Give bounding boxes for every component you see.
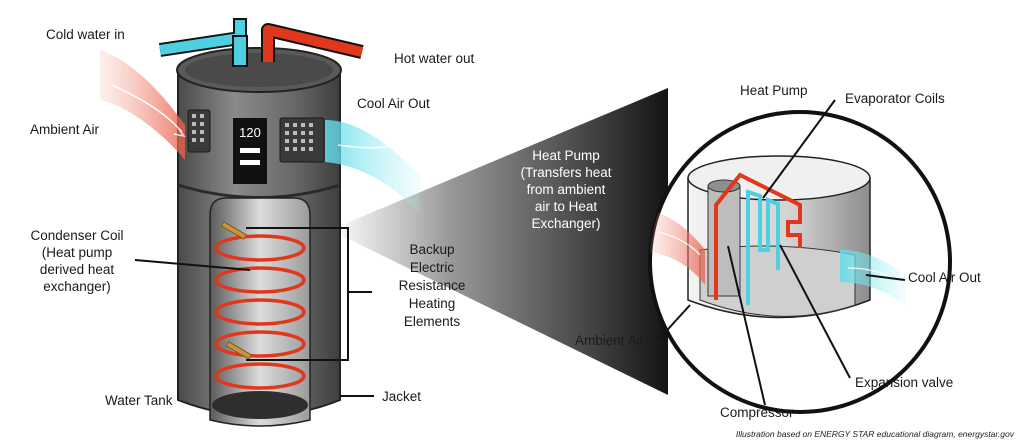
svg-text:Condenser Coil: Condenser Coil — [30, 228, 123, 243]
label-evaporator-coils: Evaporator Coils — [845, 91, 945, 106]
svg-text:(Transfers heat: (Transfers heat — [520, 165, 611, 180]
svg-text:Exchanger): Exchanger) — [531, 216, 600, 231]
refrigerant-cold-line — [746, 189, 780, 305]
refrigerant-hot-line — [714, 172, 802, 300]
label-compressor: Compressor — [720, 405, 794, 420]
right-vent — [279, 117, 325, 163]
hot-pipe — [263, 25, 364, 62]
temperature-display: 120 — [239, 125, 261, 140]
tank-cutaway — [209, 197, 311, 427]
svg-text:air to Heat: air to Heat — [535, 199, 598, 214]
svg-text:from ambient: from ambient — [527, 182, 606, 197]
svg-text:Electric: Electric — [410, 260, 455, 275]
heat-pump-detail — [650, 155, 905, 319]
tank-top-inner — [185, 53, 333, 87]
svg-text:Backup: Backup — [409, 242, 454, 257]
button-up — [240, 148, 260, 153]
label-water-tank: Water Tank — [105, 393, 173, 408]
label-heat-pump-description: Heat Pump (Transfers heat from ambient a… — [520, 148, 611, 231]
label-ambient-air-left: Ambient Air — [30, 122, 100, 137]
leader-backup-bracket — [246, 227, 349, 361]
leader-condenser — [134, 259, 251, 271]
leader-compressor — [727, 245, 766, 406]
left-vent — [187, 109, 211, 153]
label-heat-pump-title: Heat Pump — [740, 83, 808, 98]
ambient-air-stream-left — [100, 50, 186, 160]
credit-text: Illustration based on ENERGY STAR educat… — [736, 429, 1015, 439]
cold-pipe-stem — [232, 35, 248, 67]
svg-text:(Heat pump: (Heat pump — [42, 245, 113, 260]
magnifier-beam — [330, 88, 668, 395]
svg-text:Resistance: Resistance — [399, 278, 466, 293]
cool-air-stream-right — [840, 250, 905, 305]
label-cool-air-out-top: Cool Air Out — [357, 96, 430, 111]
label-ambient-air-right: Ambient Air — [575, 333, 645, 348]
label-condenser-coil: Condenser Coil (Heat pump derived heat e… — [30, 228, 123, 294]
button-down — [240, 160, 260, 165]
label-cool-air-out-right: Cool Air Out — [908, 270, 981, 285]
leader-evaporator — [762, 99, 836, 199]
label-backup-elements: Backup Electric Resistance Heating Eleme… — [399, 242, 466, 329]
condenser-coil — [214, 234, 306, 390]
label-jacket: Jacket — [382, 389, 421, 404]
backup-heating-elements — [220, 221, 252, 360]
label-cold-water-in: Cold water in — [46, 27, 125, 42]
svg-text:Heating: Heating — [409, 296, 456, 311]
label-expansion-valve: Expansion valve — [855, 375, 953, 390]
leader-lines — [134, 99, 906, 406]
svg-text:exchanger): exchanger) — [43, 279, 111, 294]
leader-ambient-air — [659, 304, 691, 339]
leader-expansion-valve — [779, 244, 851, 379]
svg-text:Elements: Elements — [404, 314, 461, 329]
svg-text:Heat Pump: Heat Pump — [532, 148, 600, 163]
water-tank-unit: 120 — [158, 18, 364, 427]
cool-air-stream-top — [325, 120, 420, 215]
ambient-air-stream-right — [650, 210, 705, 285]
label-hot-water-out: Hot water out — [394, 51, 475, 66]
tank-bottom — [212, 391, 308, 419]
svg-text:derived heat: derived heat — [40, 262, 115, 277]
control-panel: 120 — [233, 118, 267, 184]
leader-cool-air — [865, 274, 906, 281]
